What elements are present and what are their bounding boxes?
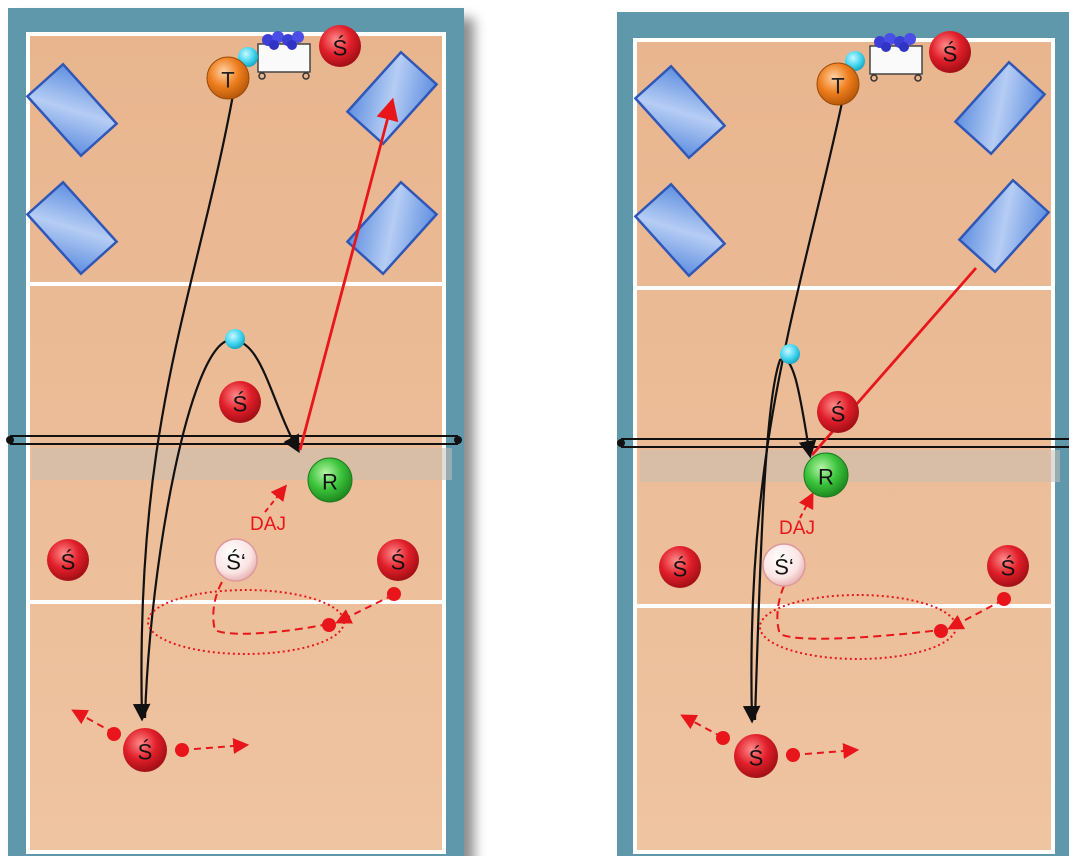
player-bottom: Ś xyxy=(123,728,167,772)
ball-icon xyxy=(225,329,245,349)
ball-icon xyxy=(780,344,800,364)
net-icon xyxy=(6,435,462,480)
setter-net: Ś xyxy=(219,381,261,423)
setter-ghost: Ś‘ xyxy=(762,543,806,587)
ball-icon xyxy=(238,47,258,67)
svg-text:Ś‘: Ś‘ xyxy=(226,550,246,575)
svg-text:Ś: Ś xyxy=(673,557,688,582)
svg-text:Ś: Ś xyxy=(233,392,248,417)
move-path xyxy=(212,581,329,635)
net-icon xyxy=(617,438,1069,482)
svg-text:Ś: Ś xyxy=(333,36,348,61)
command-arrow xyxy=(798,492,814,519)
svg-text:Ś: Ś xyxy=(831,402,846,427)
svg-text:Ś: Ś xyxy=(943,42,958,67)
svg-text:T: T xyxy=(221,68,234,93)
receiver: R xyxy=(307,457,353,503)
coach: T xyxy=(206,56,250,100)
path-coach-to-setter xyxy=(742,97,845,724)
player-right: Ś xyxy=(987,545,1029,587)
player-left: Ś xyxy=(659,546,701,588)
setter-ghost: Ś‘ xyxy=(214,538,258,582)
player-bottom: Ś xyxy=(734,734,778,778)
svg-text:Ś: Ś xyxy=(61,550,76,575)
svg-text:Ś: Ś xyxy=(138,740,153,765)
path-receiver-to-mat xyxy=(298,97,399,451)
command-label: DAJ xyxy=(779,518,815,539)
panel-right: T Ś Ś R DAJ Ś‘ Ś Ś Ś xyxy=(617,12,1069,856)
player-right: Ś xyxy=(377,539,419,581)
path-ball-to-receiver xyxy=(143,338,300,719)
path-coach-to-setter xyxy=(132,94,235,722)
path-ball-to-receiver xyxy=(753,357,817,721)
ball-icon xyxy=(845,51,865,71)
svg-text:Ś: Ś xyxy=(749,746,764,771)
svg-text:Ś: Ś xyxy=(391,550,406,575)
svg-text:T: T xyxy=(831,74,844,99)
svg-text:R: R xyxy=(322,470,338,495)
svg-text:R: R xyxy=(818,465,834,490)
svg-text:Ś‘: Ś‘ xyxy=(774,555,794,580)
coach: T xyxy=(816,62,860,106)
setter-top: Ś xyxy=(929,31,971,73)
receiver: R xyxy=(803,452,849,498)
move-arrow-left xyxy=(680,714,723,738)
move-arrow-right xyxy=(181,738,250,754)
command-label: DAJ xyxy=(250,514,286,535)
move-arrow-left xyxy=(71,709,115,734)
move-path xyxy=(776,585,941,640)
svg-text:Ś: Ś xyxy=(1001,556,1016,581)
setter-top: Ś xyxy=(319,25,361,67)
panel-left: T Ś Ś R DAJ Ś‘ Ś Ś Ś xyxy=(6,8,464,856)
ball-cart-icon xyxy=(257,30,311,80)
setter-net: Ś xyxy=(817,391,859,433)
player-left: Ś xyxy=(47,539,89,581)
ball-cart-icon xyxy=(869,32,923,82)
move-arrow-right xyxy=(792,743,860,759)
